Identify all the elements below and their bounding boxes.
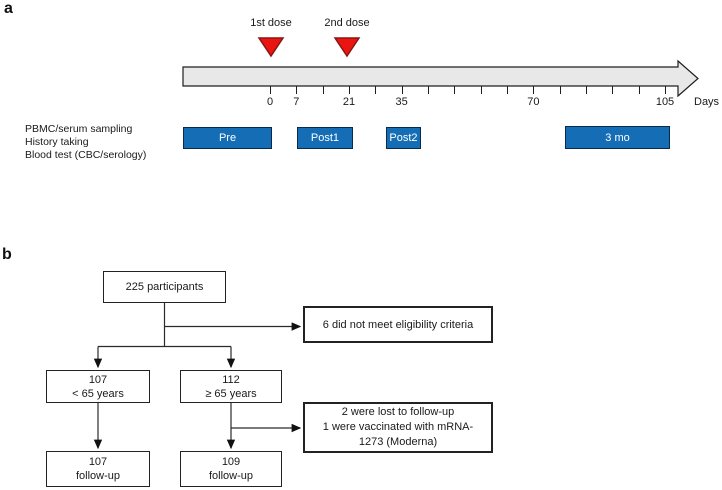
dose2-label: 2nd dose [324, 17, 370, 29]
panel-a-label: a [4, 0, 13, 17]
timeline-tick-day-0 [270, 86, 271, 94]
sampling-row-labels: PBMC/serum sampling History taking Blood… [25, 123, 146, 162]
dose1-label: 1st dose [250, 17, 292, 29]
timeline-tick-day-28 [375, 86, 377, 94]
day-label-0: 0 [266, 96, 274, 108]
flow-box-under65-followup: 107 follow-up [46, 451, 150, 487]
over65-count: 112 [222, 373, 240, 386]
timeline-tick-day-42 [428, 86, 429, 94]
under65-followup-count: 107 [88, 456, 108, 468]
day-label-7: 7 [293, 96, 300, 108]
timeline-tick-day-14 [322, 86, 324, 94]
flow-box-lost: 2 were lost to follow-up 1 were vaccinat… [303, 402, 493, 453]
days-axis-label: Days [694, 96, 720, 108]
timeline-tick-day-63 [507, 86, 508, 94]
dose1-triangle-icon [257, 37, 285, 58]
timeline-tick-day-70 [533, 86, 535, 94]
under65-label: < 65 years [72, 387, 124, 400]
dose2-triangle-icon [333, 37, 361, 58]
timeline-tick-day-35 [401, 86, 403, 94]
sampling-box-3mo-label: 3 mo [605, 131, 630, 144]
flow-box-participants: 225 participants [103, 271, 226, 303]
flow-box-over65: 112 ≥ 65 years [180, 370, 282, 403]
flow-box-over65-followup: 109 follow-up [180, 451, 282, 487]
row-label-bloodtest: Blood test (CBC/serology) [25, 149, 147, 161]
under65-followup-label: follow-up [75, 470, 121, 482]
flow-box-excluded: 6 did not meet eligibility criteria [303, 306, 493, 343]
sampling-box-post2-label: Post2 [389, 132, 418, 144]
day-label-70: 70 [527, 96, 540, 108]
flow-box-under65: 107 < 65 years [46, 370, 150, 403]
excluded-text: 6 did not meet eligibility criteria [322, 318, 474, 331]
timeline-tick-day-84 [586, 86, 587, 94]
sampling-box-3mo: 3 mo [565, 126, 670, 149]
under65-count: 107 [88, 373, 108, 386]
day-label-105: 105 [655, 96, 675, 108]
lost-line3: 1273 (Moderna) [358, 436, 438, 448]
timeline-tick-day-91 [612, 86, 614, 94]
participants-count: 225 participants [125, 281, 204, 293]
timeline-tick-day-98 [638, 86, 640, 94]
sampling-box-post2: Post2 [386, 127, 421, 149]
timeline-tick-day-77 [559, 86, 561, 94]
timeline-tick-day-7 [296, 86, 298, 94]
timeline-tick-day-56 [480, 86, 482, 94]
panel-b-label: b [2, 246, 12, 263]
over65-label: ≥ 65 years [205, 387, 257, 400]
timeline-tick-day-49 [454, 86, 456, 94]
over65-followup-label: follow-up [208, 470, 254, 482]
timeline-tick-day-21 [349, 86, 350, 94]
day-label-21: 21 [342, 96, 356, 108]
sampling-box-pre: Pre [183, 127, 272, 149]
timeline-tick-day-105 [665, 86, 666, 94]
lost-line2: 1 were vaccinated with mRNA- [322, 421, 474, 433]
row-label-history: History taking [25, 136, 89, 148]
lost-line1: 2 were lost to follow-up [341, 406, 455, 418]
sampling-box-post1: Post1 [297, 127, 353, 149]
day-label-35: 35 [395, 96, 408, 108]
sampling-box-post1-label: Post1 [310, 132, 340, 144]
row-label-pbmc: PBMC/serum sampling [25, 123, 133, 135]
sampling-box-pre-label: Pre [218, 132, 237, 144]
over65-followup-count: 109 [221, 456, 241, 468]
